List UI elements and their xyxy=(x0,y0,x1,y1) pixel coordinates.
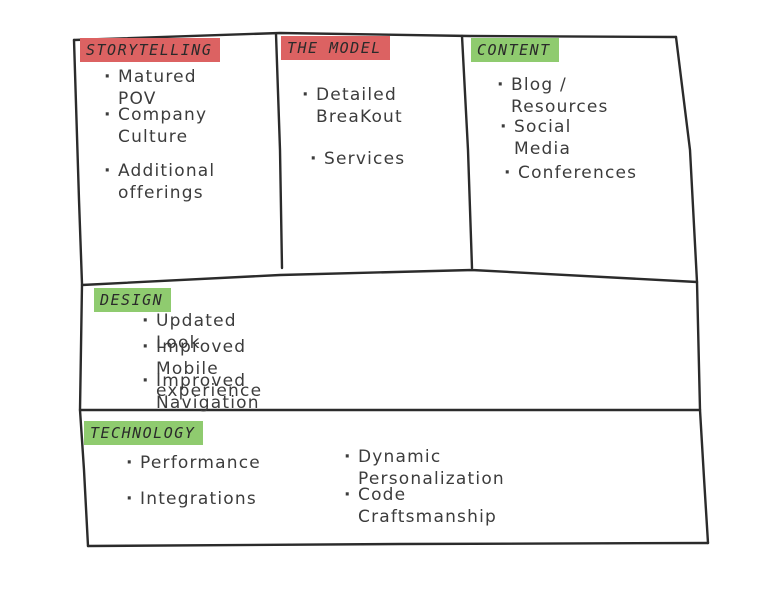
technology-item-performance: ·Performance xyxy=(126,453,261,473)
bullet-icon: · xyxy=(104,161,112,181)
storytelling-item-additional-offerings: ·Additional offerings xyxy=(104,161,216,203)
divider-storytelling-model xyxy=(274,32,284,270)
bullet-icon: · xyxy=(142,371,150,391)
content-item-social-media: ·Social Media xyxy=(500,117,572,159)
the-model-label: THE MODEL xyxy=(281,36,390,60)
storytelling-label: STORYTELLING xyxy=(80,38,221,62)
bullet-icon: · xyxy=(504,163,512,183)
frame-top-line xyxy=(72,31,678,42)
technology-item-dynamic-personalization: ·Dynamic Personalization xyxy=(344,447,505,489)
design-label: DESIGN xyxy=(94,288,172,312)
storytelling-item-company-culture: ·Company Culture xyxy=(104,105,208,147)
frame-left-line xyxy=(72,38,90,548)
divider-model-content xyxy=(460,34,474,270)
frame-right-line xyxy=(674,35,710,545)
bullet-icon: · xyxy=(310,149,318,169)
model-item-services: ·Services xyxy=(310,149,406,169)
design-item-improved-mobile: ·Improved Mobile experience xyxy=(142,337,263,401)
bullet-icon: · xyxy=(344,485,352,505)
bullet-icon: · xyxy=(126,489,134,509)
bullet-icon: · xyxy=(302,85,310,105)
bullet-icon: · xyxy=(497,75,505,95)
bullet-icon: · xyxy=(142,337,150,357)
frame-bottom-line xyxy=(86,541,710,548)
content-label: CONTENT xyxy=(471,38,559,62)
bullet-icon: · xyxy=(142,311,150,331)
bullet-icon: · xyxy=(126,453,134,473)
design-item-updated-look: ·Updated Look xyxy=(142,311,237,353)
bullet-icon: · xyxy=(500,117,508,137)
content-item-conferences: ·Conferences xyxy=(504,163,638,183)
storytelling-item-matured-pov: ·Matured POV xyxy=(104,67,197,109)
divider-top-row-bottom xyxy=(80,268,699,287)
technology-item-integrations: ·Integrations xyxy=(126,489,257,509)
bullet-icon: · xyxy=(104,105,112,125)
technology-label: TECHNOLOGY xyxy=(84,421,204,445)
design-item-improved-navigation: ·Improved Navigation xyxy=(142,371,260,413)
bullet-icon: · xyxy=(104,67,112,87)
content-item-blog-resources: ·Blog / Resources xyxy=(497,75,609,117)
bullet-icon: · xyxy=(344,447,352,467)
model-item-detailed-breakout: ·Detailed BreaKout xyxy=(302,85,403,127)
technology-item-code-craftsmanship: ·Code Craftsmanship xyxy=(344,485,497,527)
